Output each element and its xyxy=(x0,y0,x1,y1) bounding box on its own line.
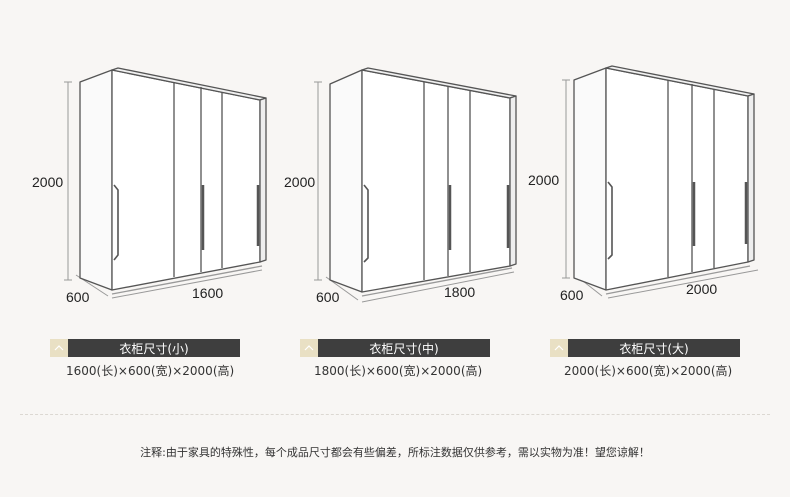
size-title: 衣柜尺寸(大) xyxy=(568,339,740,357)
wardrobe-drawing-small: 2000 600 1600 xyxy=(32,67,267,305)
chevron-up-icon xyxy=(300,339,318,357)
width-label: 1800 xyxy=(444,284,475,300)
wardrobe-panel-medium: 2000 600 1800 衣柜尺寸(中) 1800(长)×600(宽)×200… xyxy=(280,0,530,390)
disclaimer-note: 注释:由于家具的特殊性，每个成品尺寸都会有些偏差，所标注数据仅供参考，需以实物为… xyxy=(140,446,650,459)
size-spec: 2000(长)×600(宽)×2000(高) xyxy=(564,364,733,378)
wardrobe-panel-small: 2000 600 1600 衣柜尺寸(小) 1600(长)×600(宽)×200… xyxy=(30,0,280,390)
size-title: 衣柜尺寸(小) xyxy=(68,339,240,357)
width-label: 2000 xyxy=(686,281,717,297)
size-title-bar: 衣柜尺寸(大) xyxy=(550,339,740,357)
chevron-up-icon xyxy=(50,339,68,357)
depth-label: 600 xyxy=(66,289,90,305)
size-spec: 1600(长)×600(宽)×2000(高) xyxy=(66,364,235,378)
wardrobe-drawing-medium: 2000 600 1800 xyxy=(284,67,517,305)
depth-label: 600 xyxy=(316,289,340,305)
size-title-bar: 衣柜尺寸(中) xyxy=(300,339,490,357)
height-label: 2000 xyxy=(32,174,63,190)
height-label: 2000 xyxy=(284,174,315,190)
size-title-bar: 衣柜尺寸(小) xyxy=(50,339,240,357)
wardrobe-panel-large: 2000 600 2000 衣柜尺寸(大) 2000(长)×600(宽)×200… xyxy=(528,0,778,390)
depth-label: 600 xyxy=(560,287,584,303)
width-label: 1600 xyxy=(192,285,223,301)
width-dimension-line xyxy=(111,269,263,299)
size-spec: 1800(长)×600(宽)×2000(高) xyxy=(314,364,483,378)
section-divider xyxy=(20,414,770,415)
wardrobe-drawing-large: 2000 600 2000 xyxy=(528,65,759,303)
size-title: 衣柜尺寸(中) xyxy=(318,339,490,357)
chevron-up-icon xyxy=(550,339,568,357)
height-label: 2000 xyxy=(528,172,559,188)
